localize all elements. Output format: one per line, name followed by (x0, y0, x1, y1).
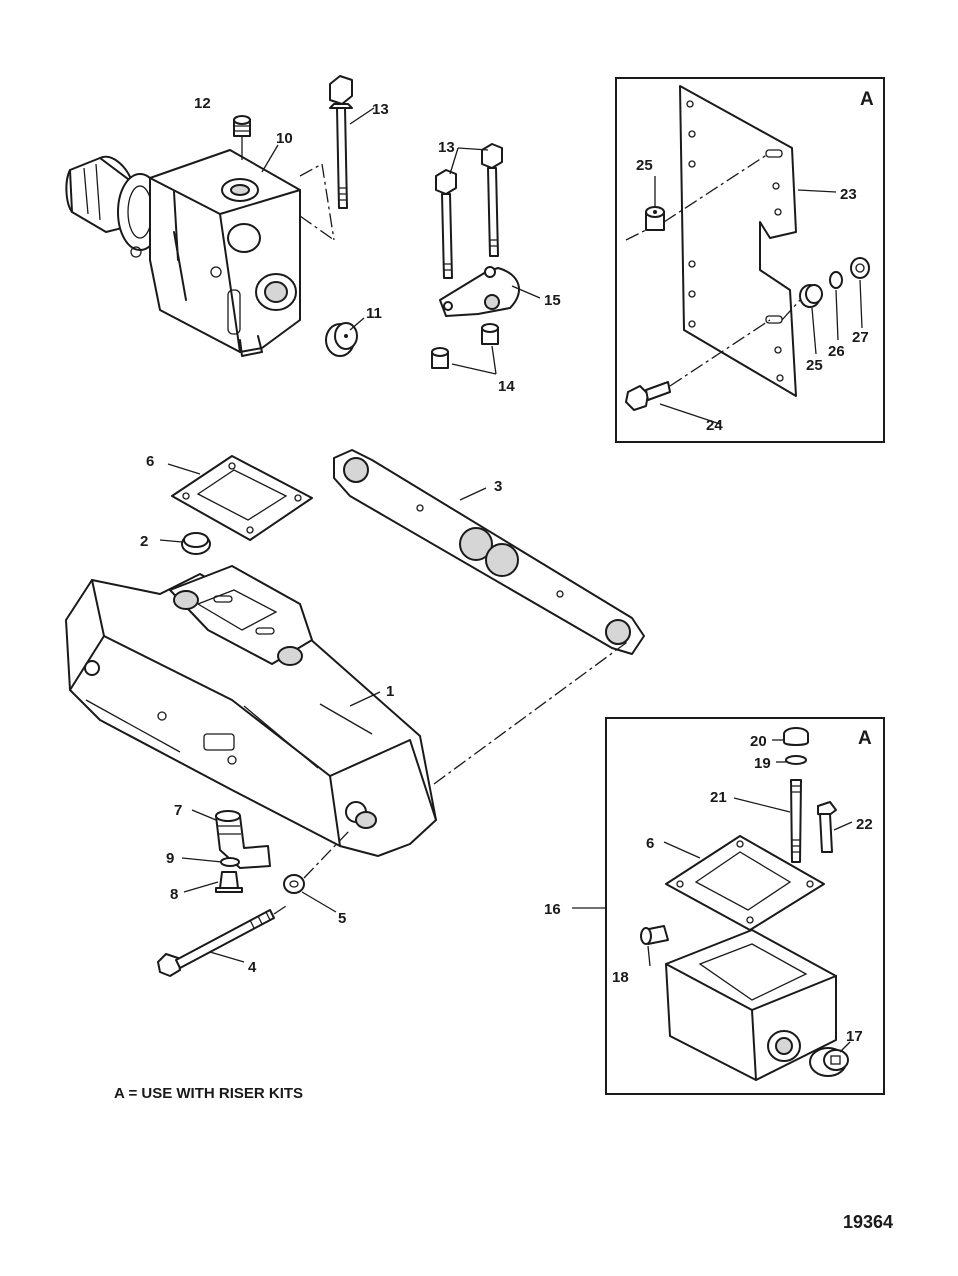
figure-number: 19364 (843, 1212, 893, 1232)
callout-18: 18 (612, 969, 629, 986)
callout-26: 26 (828, 343, 845, 360)
callout-4: 4 (248, 959, 257, 976)
callout-8: 8 (170, 886, 178, 903)
callout-22: 22 (856, 816, 873, 833)
callout-27: 27 (852, 329, 869, 346)
callout-7: 7 (174, 802, 182, 819)
callout-24: 24 (706, 417, 723, 434)
callout-5: 5 (338, 910, 346, 927)
o-ring-part-9 (220, 857, 240, 867)
elbow-fitting-part-7 (215, 810, 271, 869)
exhaust-manifold-part-1 (65, 565, 437, 857)
riser-kit-note: A = USE WITH RISER KITS (114, 1085, 303, 1102)
callout-15: 15 (544, 292, 561, 309)
callout-21: 21 (710, 789, 727, 806)
gasket-part-6-upper (171, 455, 313, 541)
callout-20: 20 (750, 733, 767, 750)
callout-13-upper: 13 (372, 101, 389, 118)
callout-23: 23 (840, 186, 857, 203)
washer-part-5 (283, 874, 305, 894)
fitting-part-8 (215, 871, 243, 893)
callout-17: 17 (846, 1028, 863, 1045)
callout-10: 10 (276, 130, 293, 147)
leader-lines (159, 107, 863, 1053)
callout-25-left: 25 (636, 157, 653, 174)
riser-kit-box-lower (605, 717, 885, 1095)
manifold-gasket-part-3 (333, 449, 645, 655)
riser-kit-box-upper (615, 77, 885, 443)
callout-11: 11 (366, 305, 382, 322)
callout-14: 14 (498, 378, 515, 395)
callout-1: 1 (386, 683, 394, 700)
bolt-part-4 (157, 909, 275, 977)
plug-part-12 (233, 115, 251, 160)
kit-label-lower: A (858, 728, 872, 749)
spacers-part-14 (431, 323, 499, 369)
callout-labels: 12 13 10 13 11 15 14 A 25 23 27 26 25 24… (140, 89, 874, 1045)
callout-6-lower: 6 (646, 835, 654, 852)
plug-part-2 (181, 532, 211, 555)
callout-6-upper: 6 (146, 453, 154, 470)
callout-12: 12 (194, 95, 211, 112)
callout-2: 2 (140, 533, 148, 550)
callout-19: 19 (754, 755, 771, 772)
bolts-part-13-pair (435, 143, 503, 279)
kit-label-upper: A (860, 89, 874, 110)
clip-plate-part-15 (439, 266, 520, 317)
exhaust-elbow-part-10 (65, 149, 335, 357)
callout-9: 9 (166, 850, 174, 867)
callout-13-pair: 13 (438, 139, 455, 156)
callout-16: 16 (544, 901, 561, 918)
bolt-part-13-upper (329, 75, 353, 209)
callout-25-right: 25 (806, 357, 823, 374)
callout-3: 3 (494, 478, 502, 495)
